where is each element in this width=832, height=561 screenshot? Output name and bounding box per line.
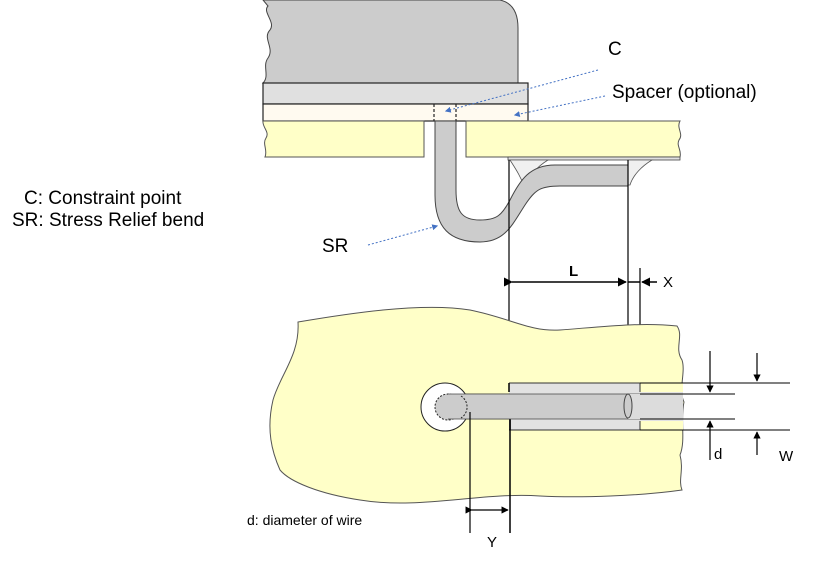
pad-notch-top: [640, 383, 683, 392]
solder-fillet-right: [627, 159, 654, 186]
component-base-plate: [262, 82, 529, 105]
dimension-label-Y: Y: [487, 534, 498, 551]
dimension-label-d: d: [714, 446, 723, 463]
spacer-layer: [262, 103, 529, 122]
callout-label-constraint: C: [608, 39, 622, 60]
wire-cut-end: [623, 393, 633, 419]
pcb-right: [465, 120, 682, 158]
callout-label-stress-relief: SR: [322, 236, 349, 257]
wire-extension: [628, 394, 683, 419]
callout-arrow-spacer: [513, 95, 606, 117]
dimension-label-X: X: [663, 274, 674, 291]
pcb-left: [262, 120, 425, 158]
callout-label-spacer: Spacer (optional): [612, 82, 757, 103]
pad-notch-bottom: [640, 421, 683, 430]
callout-arrow-stress-relief: [367, 224, 439, 246]
legend-item-stress-relief: SR: Stress Relief bend: [12, 210, 205, 231]
pad-top: [507, 156, 681, 161]
dimension-label-W: W: [779, 448, 794, 465]
legend: C: Constraint point SR: Stress Relief be…: [12, 188, 204, 232]
legend-item-constraint: C: Constraint point: [24, 188, 182, 209]
note-wire-diameter: d: diameter of wire: [247, 512, 363, 528]
dimension-label-L: L: [569, 263, 579, 280]
component-body: [261, 0, 519, 84]
wire-into-hole: [448, 394, 510, 419]
